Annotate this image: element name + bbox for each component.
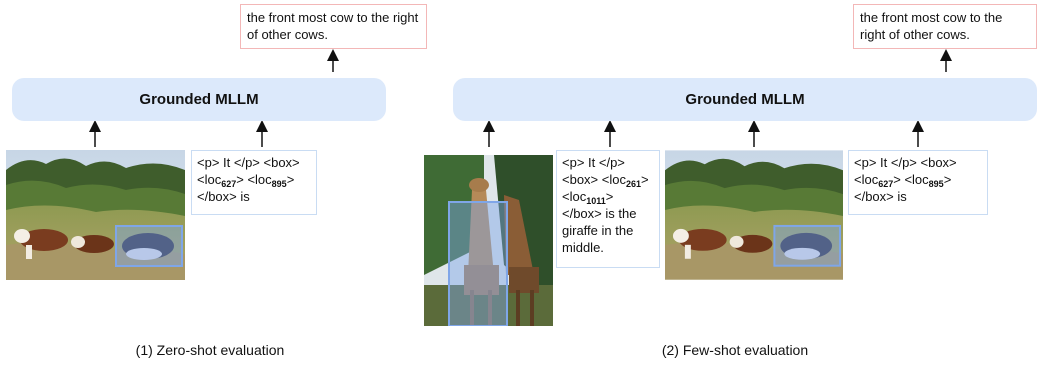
cow-photo [665, 150, 843, 280]
cow-photo-drawing [6, 150, 185, 280]
loc-index: 895 [271, 179, 287, 189]
prompt-line: <loc627> <loc895> [854, 172, 952, 189]
prompt-line: </box> is [854, 189, 907, 204]
prompt-line: middle. [562, 240, 604, 255]
loc-index: 261 [625, 179, 641, 189]
prompt-line: </box> is the [562, 206, 637, 221]
prompt-line: <box> <loc261> [562, 172, 649, 189]
caption-left: (1) Zero-shot evaluation [135, 342, 285, 358]
example-prompt-box: <p> It </p> <box> <loc261> <loc1011> </b… [556, 150, 660, 268]
prompt-line: </box> is [197, 189, 250, 204]
prompt-line: <p> It </p> [562, 155, 625, 170]
output-text: the front most cow to the right of other… [247, 10, 419, 42]
output-box-right: the front most cow to the right of other… [853, 4, 1037, 49]
model-label: Grounded MLLM [685, 91, 805, 108]
bbox-overlay [773, 224, 842, 267]
giraffe-photo-drawing [424, 155, 553, 326]
output-text: the front most cow to the right of other… [860, 10, 1003, 42]
prompt-line: giraffe in the [562, 223, 634, 238]
prompt-line: <loc627> <loc895> [197, 172, 295, 189]
prompt-line: <loc1011> [562, 189, 614, 206]
loc-index: 1011 [586, 196, 606, 206]
giraffe-photo [424, 155, 553, 326]
grounded-mllm-box-left: Grounded MLLM [12, 78, 386, 121]
prompt-box-left: <p> It </p> <box> <loc627> <loc895> </bo… [191, 150, 317, 215]
loc-index: 895 [928, 179, 944, 189]
prompt-line: <p> It </p> <box> [197, 155, 300, 170]
cow-photo-drawing [665, 150, 843, 280]
output-box-left: the front most cow to the right of other… [240, 4, 427, 49]
loc-index: 627 [878, 179, 894, 189]
prompt-line: <p> It </p> <box> [854, 155, 957, 170]
model-label: Grounded MLLM [139, 91, 259, 108]
caption-right: (2) Few-shot evaluation [661, 342, 809, 358]
bbox-overlay [448, 201, 508, 326]
cow-photo [6, 150, 185, 280]
grounded-mllm-box-right: Grounded MLLM [453, 78, 1037, 121]
query-prompt-box: <p> It </p> <box> <loc627> <loc895> </bo… [848, 150, 988, 215]
loc-index: 627 [221, 179, 237, 189]
bbox-overlay [115, 225, 183, 267]
